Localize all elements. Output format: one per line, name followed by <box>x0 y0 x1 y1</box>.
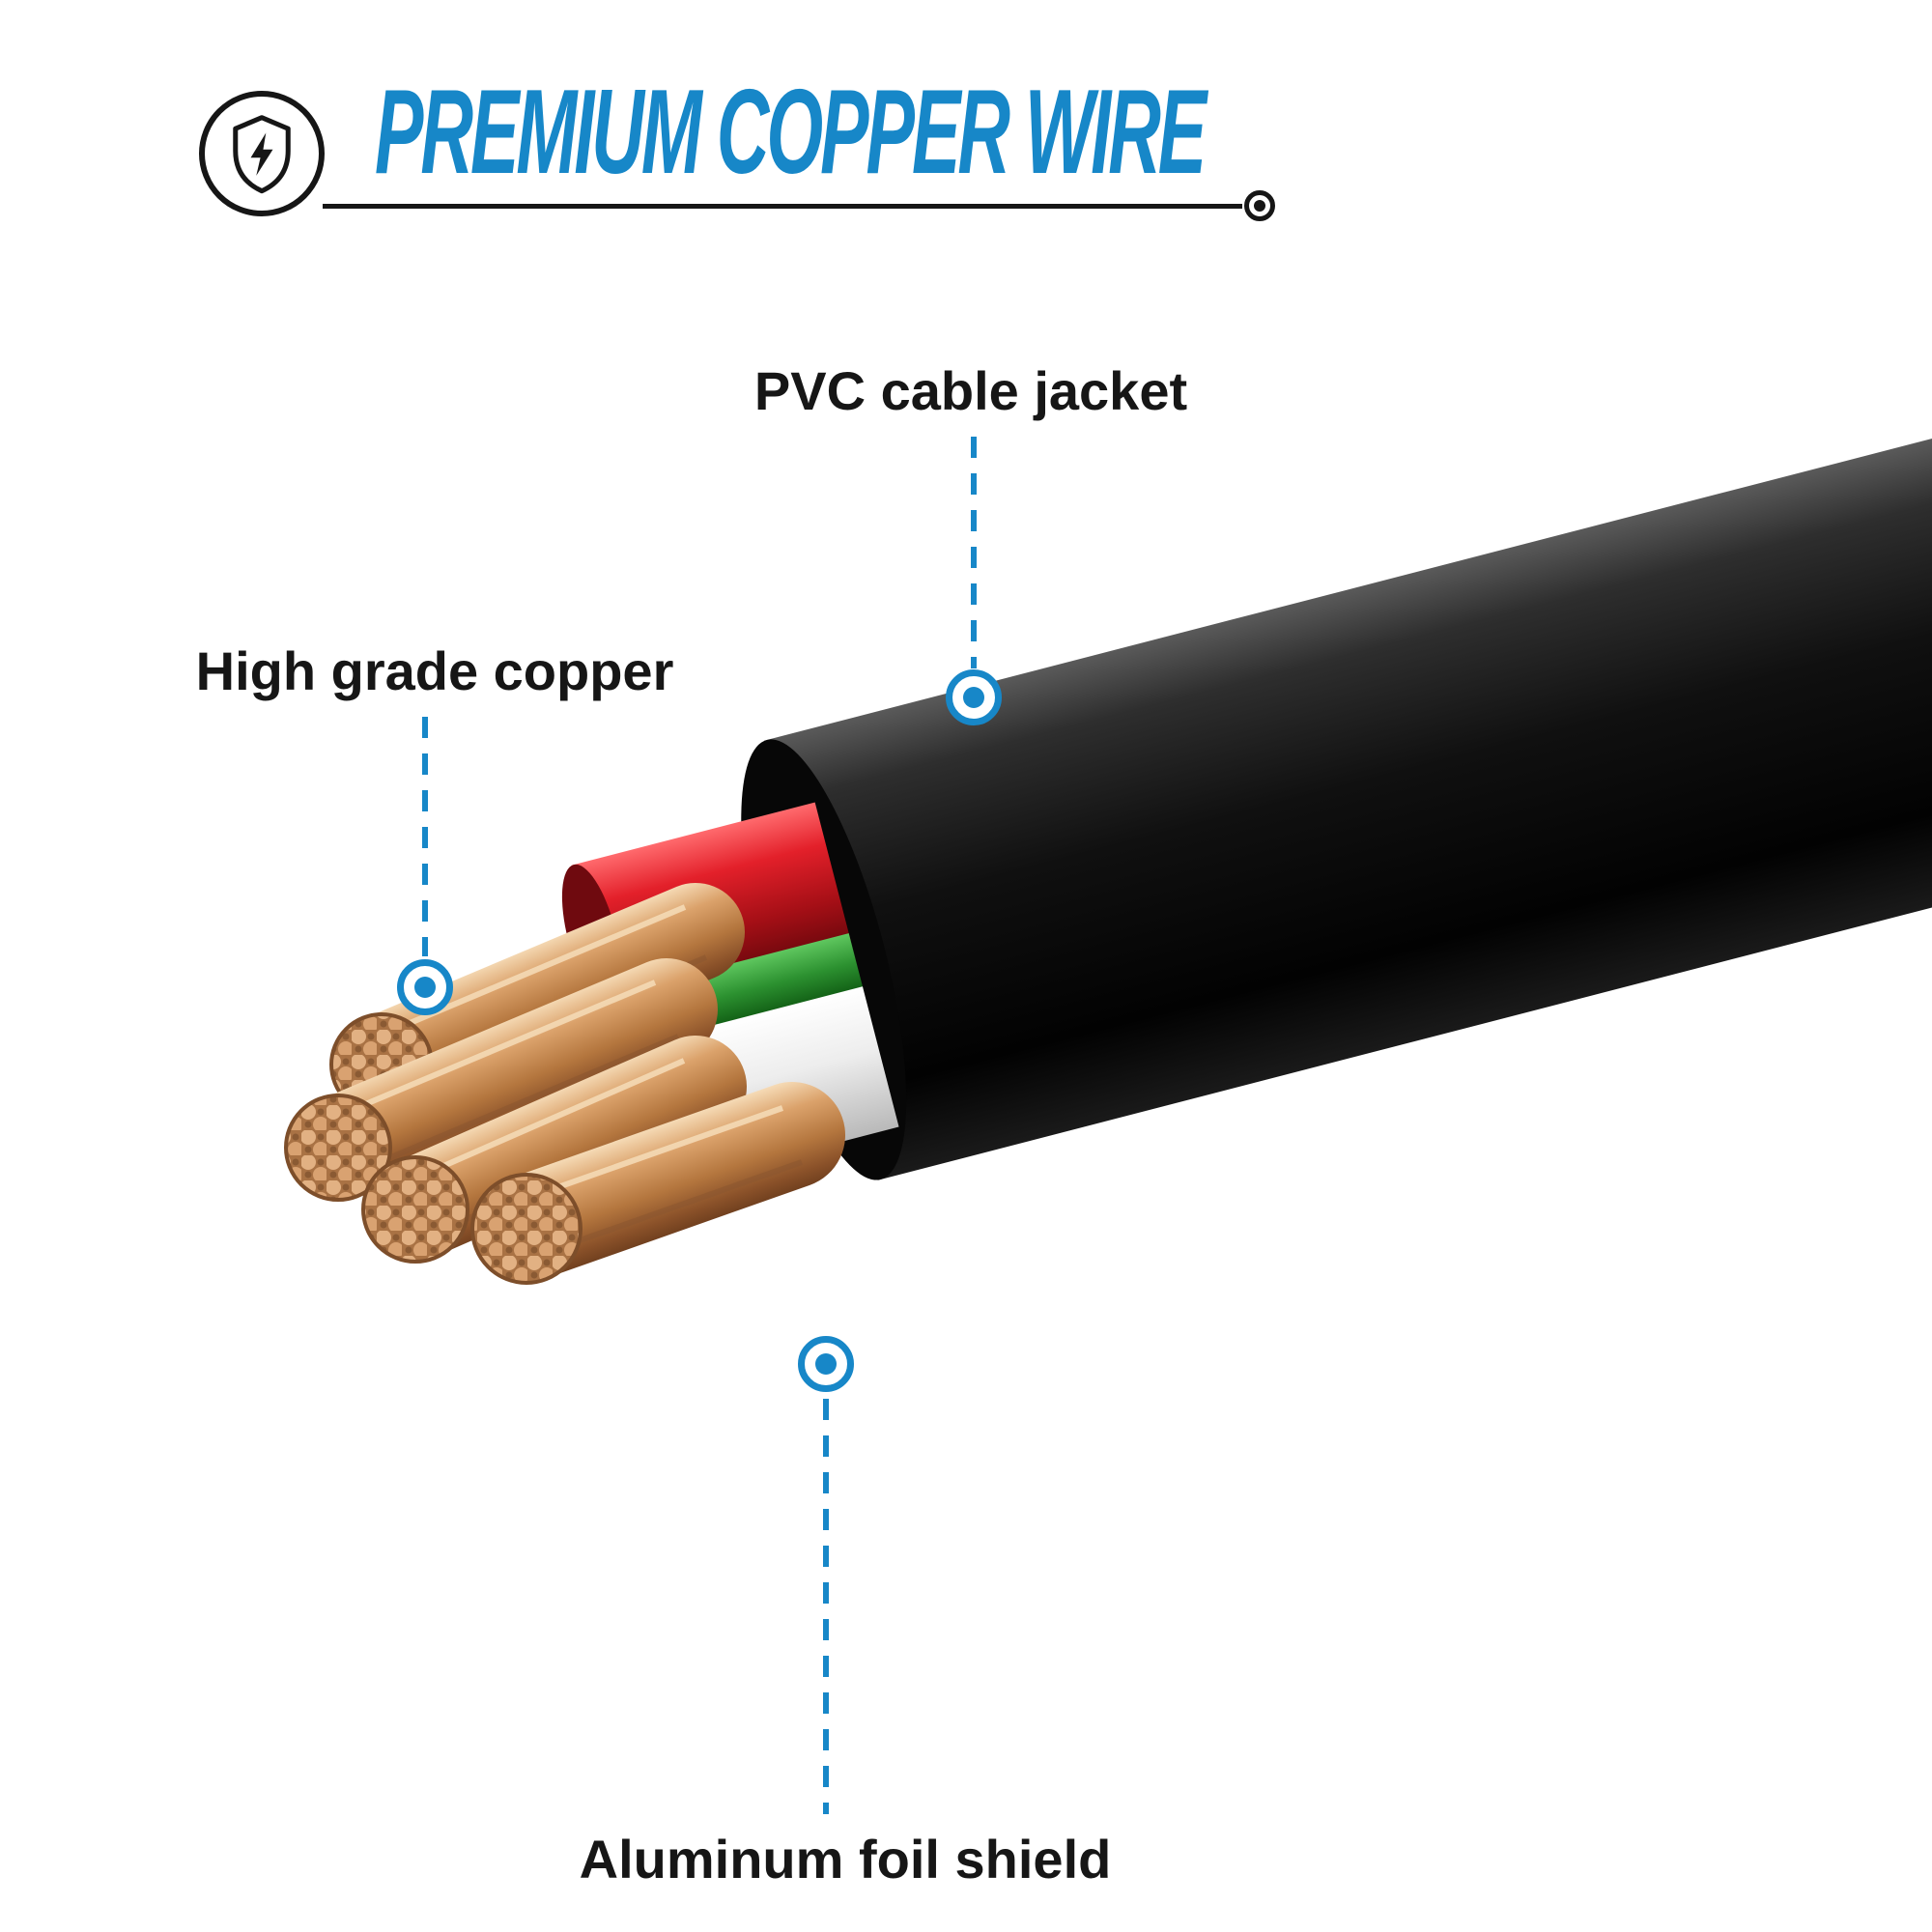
copper-strand-bundles <box>284 883 845 1285</box>
callout-pvc-marker <box>946 669 1002 725</box>
callout-pvc-marker-dot <box>963 687 984 708</box>
ring-dot-center <box>1254 200 1265 212</box>
callout-pvc-leader <box>971 437 977 668</box>
ring-dot-icon <box>1244 190 1275 221</box>
callout-foil-leader <box>823 1399 829 1814</box>
header-rule <box>323 204 1242 209</box>
callout-foil-label: Aluminum foil shield <box>579 1829 1112 1889</box>
callout-copper-marker-dot <box>414 977 436 998</box>
page-title: PREMIUM COPPER WIRE <box>375 66 1207 199</box>
callout-copper-label: High grade copper <box>195 640 674 701</box>
callout-foil-marker-dot <box>815 1353 837 1375</box>
callout-copper-leader <box>422 717 428 956</box>
shield-lightning-icon <box>199 91 325 216</box>
callout-copper-marker <box>397 959 453 1015</box>
callout-foil-marker <box>798 1336 854 1392</box>
callout-pvc-label: PVC cable jacket <box>753 360 1188 421</box>
